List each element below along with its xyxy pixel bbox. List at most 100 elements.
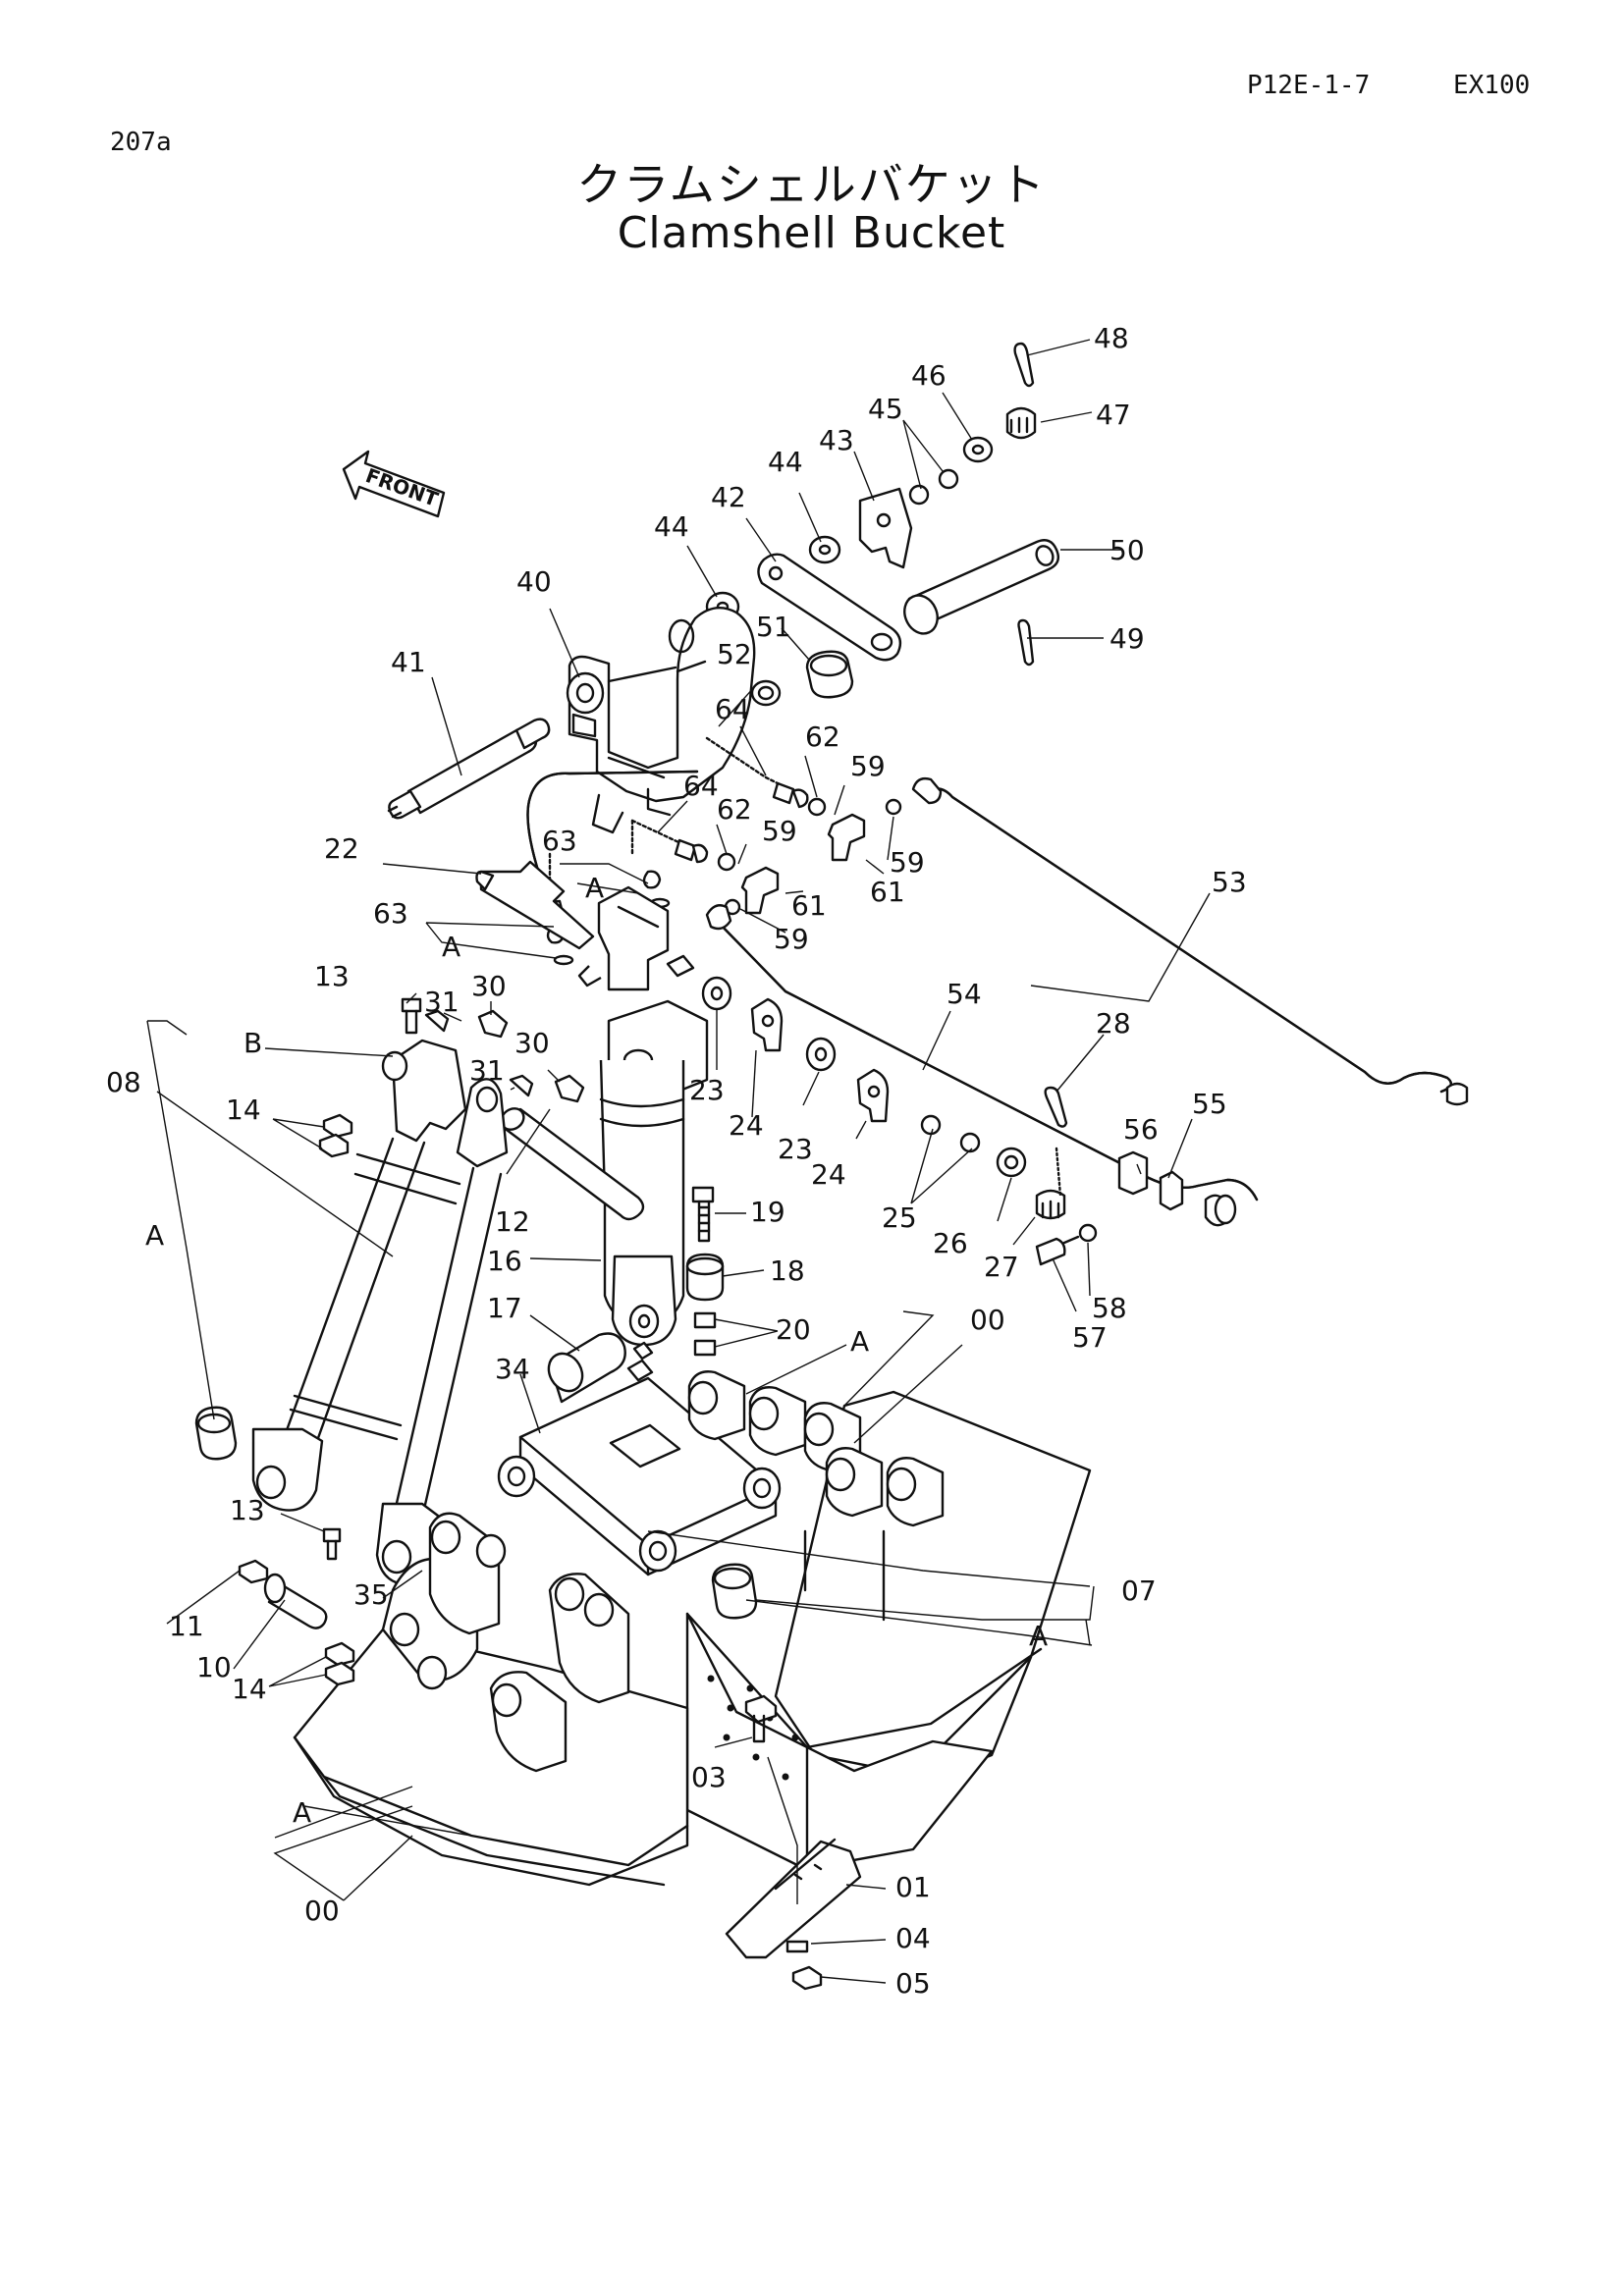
callout-58: 58 xyxy=(1092,1292,1127,1324)
callout-45: 45 xyxy=(868,393,903,425)
callout-07: 07 xyxy=(1121,1575,1157,1607)
callout-34: 34 xyxy=(495,1353,530,1385)
washers-23-26 xyxy=(701,976,1027,1178)
callout-17: 17 xyxy=(487,1292,522,1324)
callout-30-lower: 30 xyxy=(514,1027,550,1059)
callout-59-right: 59 xyxy=(890,846,925,879)
callout-18: 18 xyxy=(770,1255,805,1287)
callout-52: 52 xyxy=(717,638,752,670)
callout-59-mid: 59 xyxy=(762,815,797,847)
callout-54: 54 xyxy=(947,978,982,1010)
callout-43: 43 xyxy=(819,424,854,456)
page-reference: P12E-1-7 xyxy=(1247,71,1371,100)
callout-30: 30 xyxy=(471,970,507,1002)
frame-34 xyxy=(497,1341,782,1620)
callout-A-mid: A xyxy=(442,931,460,963)
callout-59: 59 xyxy=(850,750,886,782)
callout-A-right: A xyxy=(1029,1620,1048,1652)
callout-31: 31 xyxy=(424,986,460,1018)
callout-59-lower: 59 xyxy=(774,923,809,955)
clamp-56 xyxy=(1035,1086,1184,1266)
callout-A-upper: A xyxy=(585,872,604,904)
callout-42: 42 xyxy=(711,481,746,513)
plates-30-31 xyxy=(424,1009,585,1103)
callout-13-lower: 13 xyxy=(230,1494,265,1526)
callout-14-lower: 14 xyxy=(232,1673,267,1705)
callout-44: 44 xyxy=(768,446,803,478)
callout-11: 11 xyxy=(169,1610,204,1642)
title-japanese: クラムシェルバケット xyxy=(576,158,1047,211)
front-arrow: FRONT xyxy=(342,450,446,518)
callout-57: 57 xyxy=(1072,1321,1108,1354)
callout-22: 22 xyxy=(324,832,359,865)
callout-48: 48 xyxy=(1094,322,1129,354)
callout-24-lower: 24 xyxy=(811,1158,846,1191)
pin-17 xyxy=(547,1332,626,1404)
callout-16: 16 xyxy=(487,1245,522,1277)
title-english: Clamshell Bucket xyxy=(617,208,1006,258)
callout-20: 20 xyxy=(776,1313,811,1346)
callout-23: 23 xyxy=(689,1074,725,1106)
callout-25: 25 xyxy=(882,1201,917,1234)
callout-26: 26 xyxy=(933,1227,968,1259)
callout-62: 62 xyxy=(805,721,840,753)
callout-B: B xyxy=(243,1027,262,1059)
callout-13: 13 xyxy=(314,960,350,992)
fasteners-18-20 xyxy=(685,1186,725,1357)
tube-54 xyxy=(705,904,1259,1227)
bucket-half-right xyxy=(685,1370,1092,1871)
callout-53: 53 xyxy=(1212,866,1247,898)
callout-56: 56 xyxy=(1123,1113,1159,1146)
front-arrow-label: FRONT xyxy=(362,463,441,511)
bucket-half-left xyxy=(293,1512,689,1887)
callout-64: 64 xyxy=(715,693,750,725)
callout-A-bottom: A xyxy=(293,1796,311,1829)
callout-49: 49 xyxy=(1109,622,1145,655)
callout-10: 10 xyxy=(196,1651,232,1683)
callout-64-lower: 64 xyxy=(683,770,719,802)
callout-23-lower: 23 xyxy=(778,1133,813,1165)
callout-08: 08 xyxy=(106,1066,141,1098)
callout-46: 46 xyxy=(911,359,947,392)
callout-A-left: A xyxy=(145,1219,164,1252)
callout-63: 63 xyxy=(542,825,577,857)
page-code: 207a xyxy=(110,128,172,157)
upper-link-group xyxy=(705,342,1059,707)
callout-28: 28 xyxy=(1096,1007,1131,1040)
callout-41: 41 xyxy=(391,646,426,678)
callout-24: 24 xyxy=(729,1109,764,1142)
callout-labels: 48 46 47 45 43 44 42 44 50 40 51 49 52 4… xyxy=(106,322,1247,2000)
cylinder-16 xyxy=(577,885,709,1347)
link-arms-08 xyxy=(194,1039,509,1586)
callout-31-lower: 31 xyxy=(469,1054,505,1087)
callout-03: 03 xyxy=(691,1761,727,1793)
callout-00-upper: 00 xyxy=(970,1304,1005,1336)
callout-51: 51 xyxy=(756,611,791,643)
callout-01: 01 xyxy=(895,1871,931,1903)
callout-A-center: A xyxy=(850,1325,869,1358)
callout-44-lower: 44 xyxy=(654,510,689,543)
pin-22 xyxy=(475,860,595,950)
callout-55: 55 xyxy=(1192,1088,1227,1120)
pin-41 xyxy=(387,718,551,820)
callout-35: 35 xyxy=(353,1578,389,1611)
callout-14: 14 xyxy=(226,1094,261,1126)
callout-62-lower: 62 xyxy=(717,793,752,826)
leader-lines xyxy=(146,339,1211,1984)
callout-27: 27 xyxy=(984,1251,1019,1283)
callout-40: 40 xyxy=(516,565,552,598)
callout-04: 04 xyxy=(895,1922,931,1954)
callout-63-lower: 63 xyxy=(373,897,408,930)
callout-19: 19 xyxy=(750,1196,785,1228)
tube-53 xyxy=(911,776,1469,1106)
callout-00-lower: 00 xyxy=(304,1895,340,1927)
pin-10-group xyxy=(238,1527,355,1686)
callout-61: 61 xyxy=(870,876,905,908)
callout-61-lower: 61 xyxy=(791,889,827,922)
callout-47: 47 xyxy=(1096,399,1131,431)
tooth-01 xyxy=(725,1838,862,1991)
bracket-40 xyxy=(566,607,756,834)
callout-05: 05 xyxy=(895,1967,931,2000)
model-number: EX100 xyxy=(1453,71,1531,100)
